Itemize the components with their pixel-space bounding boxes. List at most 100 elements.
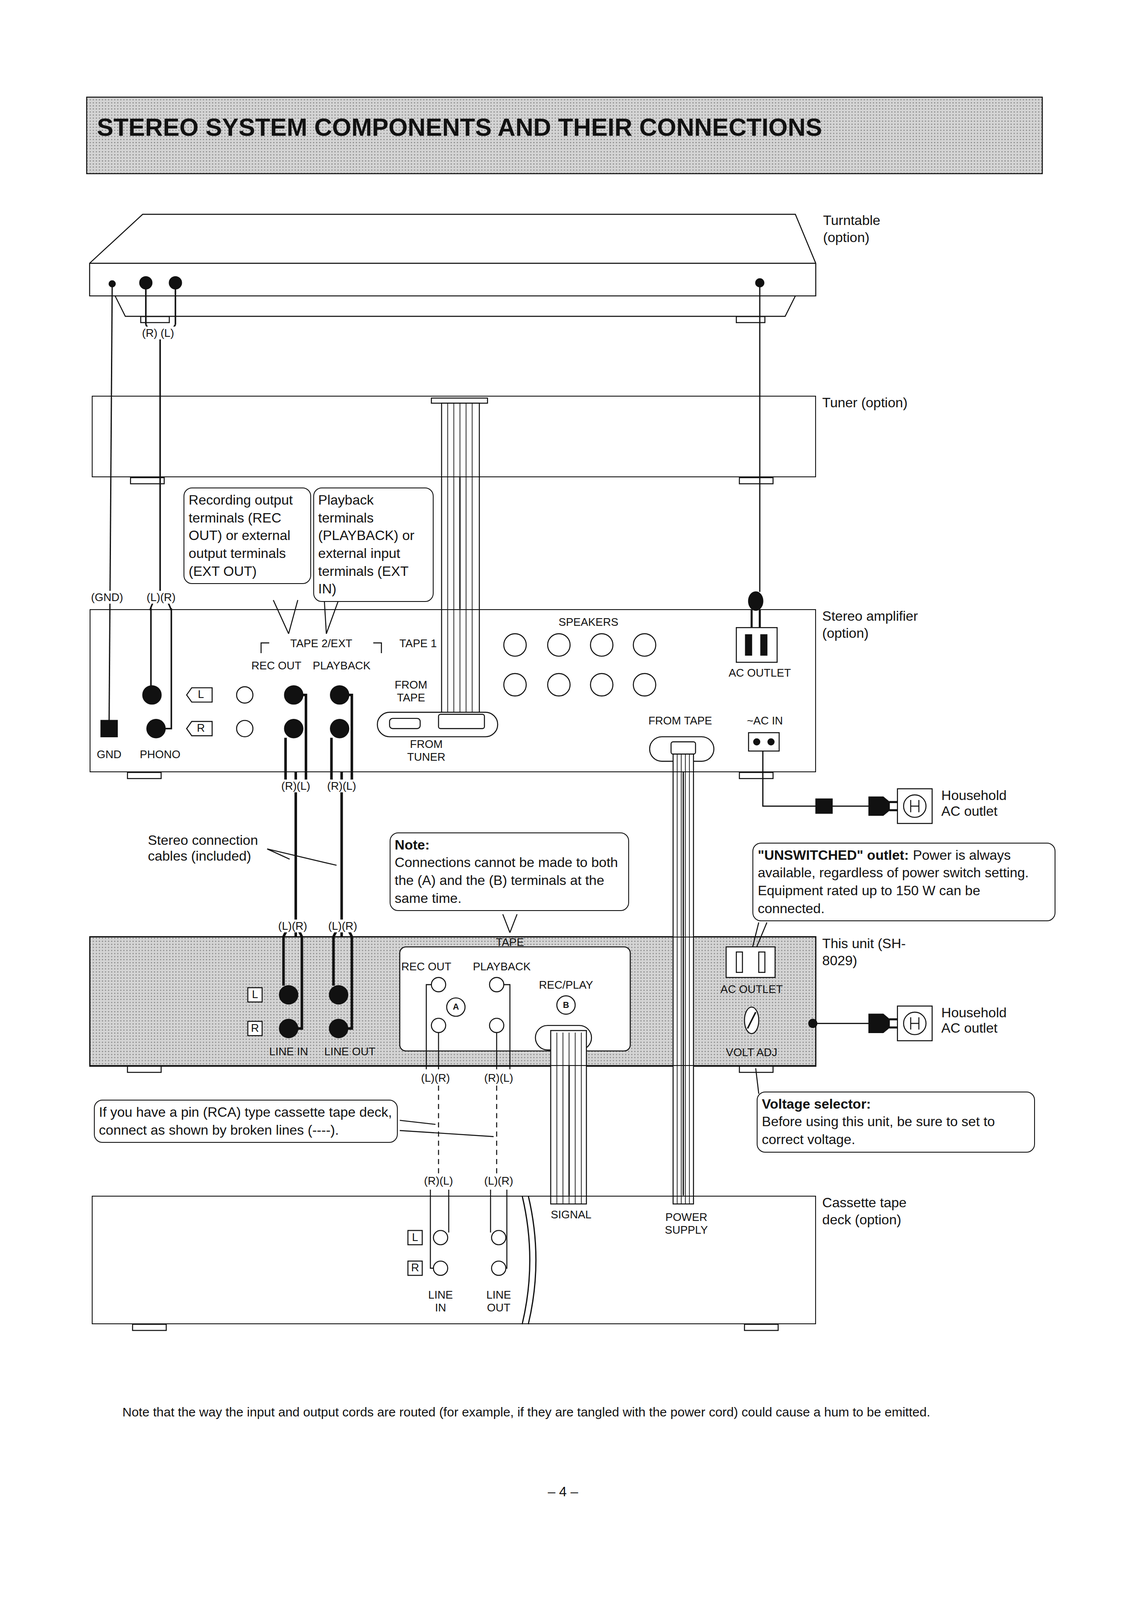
ribbon-strand	[459, 402, 461, 715]
label-holder: REC OUT	[251, 659, 302, 673]
ground-terminal	[109, 280, 116, 287]
wire	[145, 288, 147, 325]
node-text: Tuner (option)	[822, 393, 920, 412]
terminal-label: FROM TUNER	[401, 737, 451, 764]
terminal-label: AC OUTLET	[728, 666, 791, 680]
callout-box: Recording output terminals (REC OUT) or …	[183, 487, 312, 584]
inlet-pin	[753, 738, 760, 745]
playback-jack	[489, 1017, 504, 1032]
ribbon-connector	[431, 398, 488, 404]
circle-mark	[446, 997, 466, 1017]
terminal-label: TAPE 1	[399, 636, 438, 650]
cable-note: Stereo connection cables (included)	[147, 832, 271, 864]
ribbon-strand	[472, 402, 473, 715]
title: STEREO SYSTEM COMPONENTS AND THEIR CONNE…	[96, 113, 823, 142]
connector	[377, 711, 498, 737]
bracket	[373, 642, 382, 653]
ribbon-strand	[556, 1032, 558, 1204]
outlet-face	[903, 794, 927, 818]
speaker-terminal	[547, 633, 571, 657]
label-holder: (L)(R)	[483, 1174, 515, 1188]
channel-tag-label: L	[251, 987, 258, 1001]
label-holder: REC OUT	[401, 960, 452, 974]
callout-box: If you have a pin (RCA) type cassette ta…	[93, 1099, 398, 1143]
title-band	[86, 97, 1043, 174]
ribbon-strand	[447, 402, 449, 715]
channel-tag-label: R	[411, 1260, 420, 1274]
foot	[132, 1323, 167, 1330]
leader-line	[399, 1130, 494, 1137]
label-holder: B	[562, 999, 569, 1010]
plug	[868, 796, 890, 816]
label-holder: FROM TAPE	[648, 714, 712, 728]
channel-label: (L)(R)	[326, 919, 359, 933]
label-holder: (R)(L)	[279, 779, 312, 793]
node-text: This unit (SH-8029)	[822, 934, 920, 969]
label-holder: TAPE	[495, 935, 525, 949]
jack	[236, 720, 253, 737]
outlet-label: Household AC outlet	[941, 1004, 1029, 1037]
cable-connector	[568, 1065, 570, 1196]
connector-slot	[389, 718, 421, 729]
terminal-label: TAPE 2/EXT	[290, 636, 353, 650]
wire	[505, 1189, 507, 1269]
label-holder: FROM TUNER	[401, 737, 451, 764]
rca-cable	[496, 1085, 498, 1174]
label-holder: (L)(R)	[419, 1071, 452, 1085]
label-holder: AC OUTLET	[728, 666, 791, 680]
component-label: Stereo amplifier (option)	[822, 607, 920, 642]
label-holder: VOLT ADJ	[725, 1046, 778, 1059]
wire	[426, 984, 432, 1070]
rca-jack	[139, 276, 152, 289]
line-out-jack	[491, 1230, 506, 1245]
cable-connector	[682, 772, 684, 1196]
ground-terminal	[101, 720, 118, 737]
line-out-jack	[329, 985, 348, 1004]
rca-cable	[437, 1085, 439, 1174]
label-holder: LINE OUT	[324, 1045, 376, 1059]
leader-line	[399, 1119, 436, 1125]
ribbon-strand	[580, 1032, 582, 1204]
channel-tag	[186, 721, 213, 736]
label-holder: (L)(R)	[145, 591, 178, 604]
foot	[140, 316, 170, 323]
label-holder: PHONO	[139, 748, 181, 761]
label-holder: L	[251, 988, 258, 1001]
channel-label: (L)(R)	[483, 1174, 515, 1187]
ac-outlet	[736, 627, 778, 662]
label-holder: (R)(L)	[326, 779, 358, 793]
label-holder: (R) (L)	[140, 326, 176, 340]
ribbon-strand	[680, 753, 682, 1204]
label-holder: A	[452, 1001, 459, 1012]
stereo-cable	[348, 694, 352, 780]
terminal-label: AC OUTLET	[720, 982, 783, 996]
outlet-slot	[758, 951, 765, 973]
callout-heading: "UNSWITCHED" outlet:	[757, 847, 909, 863]
terminal-label: LINE OUT	[482, 1288, 515, 1315]
channel-label: (R)(L)	[422, 1174, 455, 1187]
outlet-label: Household AC outlet	[941, 787, 1029, 820]
ribbon-strand	[568, 1032, 570, 1204]
speaker-terminal	[590, 633, 614, 657]
channel-tag-label: L	[198, 687, 205, 701]
terminal-label: SIGNAL	[550, 1207, 592, 1221]
speaker-terminal	[547, 673, 571, 697]
node-text: Recording output terminals (REC OUT) or …	[188, 491, 307, 581]
channel-tag	[186, 687, 213, 702]
label-holder: Stereo connection cables (included)	[147, 832, 271, 864]
label-holder: ~AC IN	[746, 714, 784, 728]
terminal-label: REC OUT	[251, 658, 302, 672]
label-holder: (R)(L)	[483, 1071, 515, 1085]
terminal-label: (GND)	[89, 590, 125, 604]
label-holder: (GND)	[89, 591, 125, 604]
terminal-label: FROM TAPE	[390, 678, 432, 705]
node-text: Turntable (option)	[823, 211, 921, 246]
foot	[739, 477, 773, 484]
component-label: This unit (SH-8029)	[822, 934, 920, 969]
terminal-label: LINE OUT	[324, 1044, 376, 1058]
label-holder: TAPE 1	[399, 637, 438, 651]
label-holder: L	[198, 687, 205, 701]
component-label: Cassette tape deck (option)	[822, 1193, 920, 1228]
terminal-label: LINE IN	[424, 1288, 457, 1315]
